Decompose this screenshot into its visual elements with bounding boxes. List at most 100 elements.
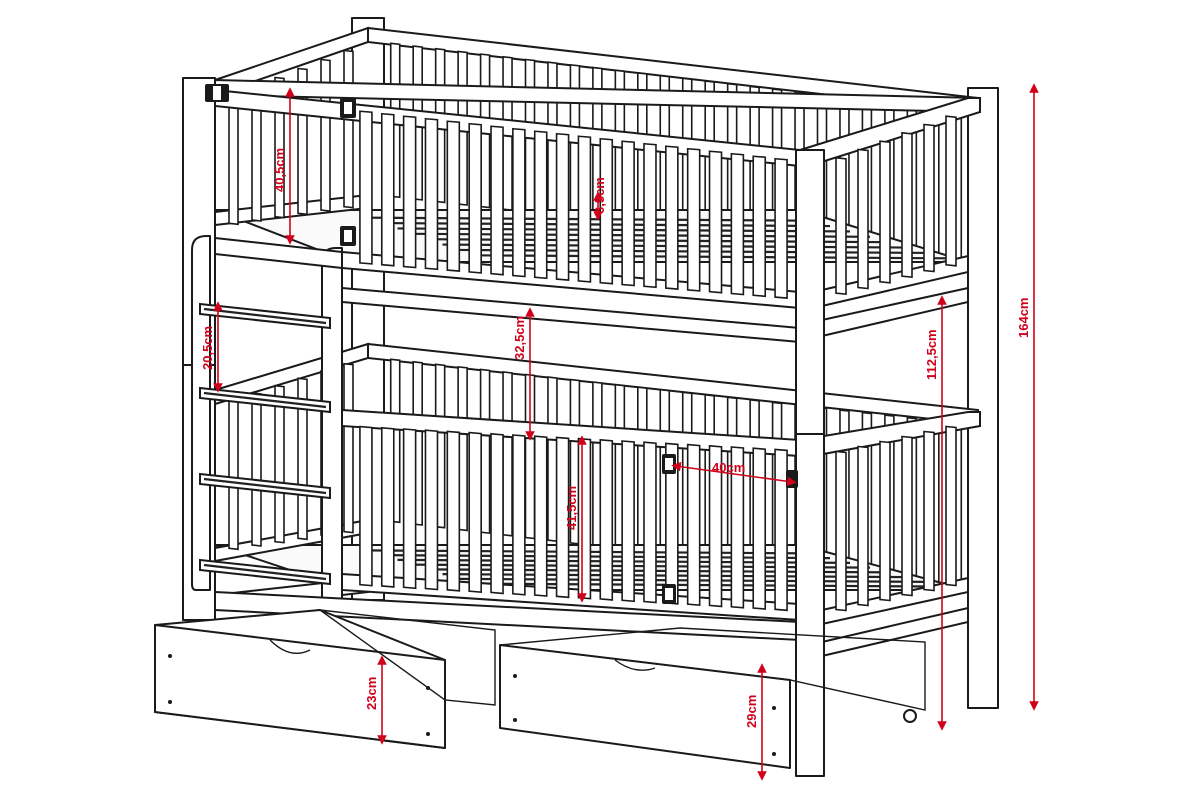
slat: [380, 426, 395, 588]
dimension-clearance-label: 32,5cm: [512, 316, 527, 360]
drawer-left-handle: [269, 639, 311, 654]
slat: [901, 435, 913, 597]
right-slats-upper: [835, 115, 957, 296]
slat: [945, 115, 957, 267]
slat: [686, 147, 701, 292]
ladder-right-rail: [321, 247, 343, 605]
drawer-right: [499, 627, 926, 769]
dimension-upper-height-label: 112,5cm: [924, 329, 939, 380]
hinge-icon: [662, 584, 676, 604]
slat: [533, 130, 548, 280]
ladder-rung-shade: [203, 307, 327, 325]
front-right-post-upper: [795, 149, 825, 441]
dimension-opening-line: [671, 461, 797, 487]
dimension-slat-gap-label: 6,5cm: [592, 177, 607, 214]
hinge-icon: [340, 226, 356, 246]
base-slat: [412, 563, 871, 569]
slat: [228, 94, 239, 226]
slat: [923, 123, 935, 273]
slat: [621, 440, 635, 603]
slat: [730, 152, 745, 296]
dimension-rail-top-label: 40,5cm: [272, 148, 287, 192]
slat: [402, 115, 417, 269]
slat: [730, 446, 745, 609]
slat: [343, 362, 354, 534]
slat: [621, 140, 635, 287]
slat: [424, 429, 439, 591]
right-slats-lower: [835, 425, 957, 612]
slat: [879, 140, 891, 284]
slat: [599, 137, 614, 285]
slat: [490, 432, 504, 595]
slat: [752, 447, 767, 610]
front-upper-bottom-rail-left: [214, 236, 343, 270]
hinge-icon: [662, 454, 676, 474]
slat: [380, 112, 395, 267]
slat: [945, 425, 957, 587]
slat: [468, 431, 482, 594]
dimension-drawer-right-label: 29cm: [744, 695, 759, 728]
dimension-opening-label: 40cm: [712, 460, 745, 475]
drawer-left-front: [154, 624, 446, 749]
dimension-rail-bottom-label: 41,5cm: [564, 486, 579, 530]
slat: [901, 131, 913, 279]
hinge-icon: [340, 98, 356, 118]
slat: [251, 392, 262, 547]
hinge-icon: [786, 470, 798, 488]
dimension-ladder-step-label: 20,5cm: [200, 326, 215, 370]
ladder-left-rail: [191, 235, 211, 591]
ladder-rung-shade: [203, 391, 327, 409]
base-slat: [412, 232, 871, 238]
slat: [468, 122, 482, 274]
slat: [857, 148, 869, 290]
slat: [502, 371, 513, 537]
slat: [774, 157, 788, 299]
slat: [752, 155, 767, 298]
hinge-icon: [205, 84, 229, 102]
back-right-post: [967, 87, 999, 709]
slat: [857, 445, 869, 607]
slat: [512, 434, 526, 596]
front-slats-upper: [359, 110, 788, 299]
slat: [343, 49, 354, 209]
slat: [774, 448, 788, 612]
slat: [512, 127, 526, 278]
slat: [424, 117, 439, 271]
drawer-left: [154, 608, 496, 749]
slat: [708, 150, 723, 294]
slat: [599, 438, 614, 601]
dimensions: 40,5cm 6,5cm 20,5cm 32,5cm 41,5cm 40cm 1…: [200, 83, 1039, 781]
slat: [577, 437, 592, 600]
slat: [274, 384, 285, 544]
slat: [402, 428, 417, 590]
slat: [490, 125, 504, 276]
slat: [923, 430, 935, 592]
dimension-drawer-left-label: 23cm: [364, 677, 379, 710]
ladder-rung-shade: [203, 477, 327, 495]
front-right-post-lower: [795, 433, 825, 777]
slat: [555, 436, 570, 599]
slat: [359, 425, 373, 587]
drawer-left-side: [317, 608, 496, 706]
slat: [835, 156, 847, 296]
slat: [228, 399, 239, 551]
drawer-wheel-icon: [903, 709, 917, 723]
slat: [547, 376, 558, 543]
slat: [643, 142, 657, 289]
drawer-right-top: [499, 627, 926, 711]
slat: [643, 441, 657, 604]
slat: [533, 435, 548, 597]
slat: [555, 132, 570, 281]
slat: [446, 430, 461, 592]
dimension-total-height-label: 164cm: [1016, 298, 1031, 338]
slat: [359, 110, 373, 265]
slat: [835, 450, 847, 612]
slat: [665, 145, 679, 290]
ladder-rungs: [199, 302, 331, 586]
drawer-right-handle: [614, 659, 656, 671]
slat: [879, 440, 891, 602]
slat: [577, 135, 592, 283]
slat: [446, 120, 461, 272]
